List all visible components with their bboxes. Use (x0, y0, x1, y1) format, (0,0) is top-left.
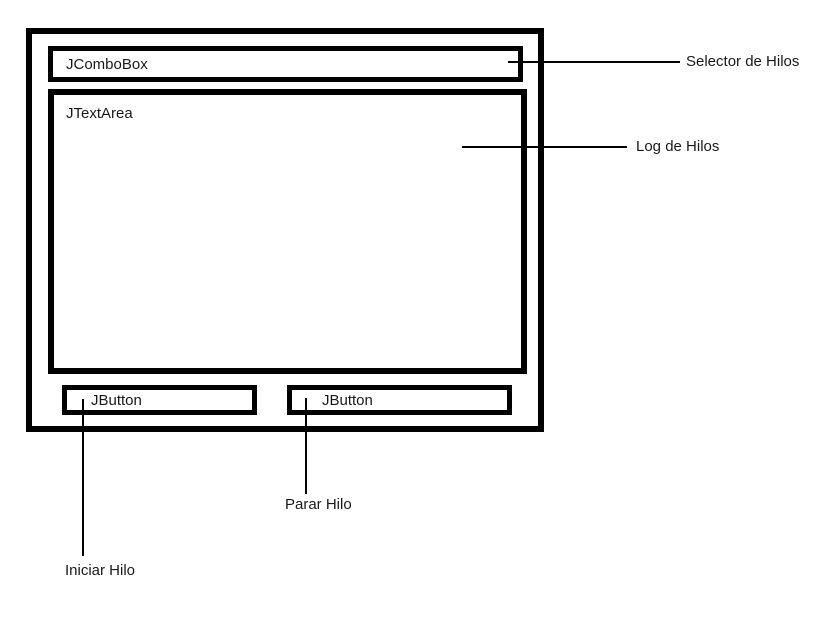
callout-line-log (462, 146, 627, 148)
jbutton-stop: JButton (287, 385, 512, 415)
callout-line-parar (305, 398, 307, 494)
callout-label-selector: Selector de Hilos (686, 53, 800, 70)
jcombobox: JComboBox (48, 46, 523, 82)
callout-label-iniciar: Iniciar Hilo (65, 562, 136, 579)
jtextarea: JTextArea (48, 89, 527, 374)
jtextarea-label: JTextArea (66, 105, 133, 122)
callout-label-log: Log de Hilos (636, 138, 720, 155)
jbutton-start-label: JButton (91, 391, 142, 409)
callout-line-iniciar (82, 399, 84, 556)
jbutton-stop-label: JButton (322, 391, 373, 409)
jcombobox-label: JComboBox (66, 55, 148, 73)
callout-line-selector (508, 61, 680, 63)
jbutton-start: JButton (62, 385, 257, 415)
callout-label-parar: Parar Hilo (285, 496, 352, 513)
